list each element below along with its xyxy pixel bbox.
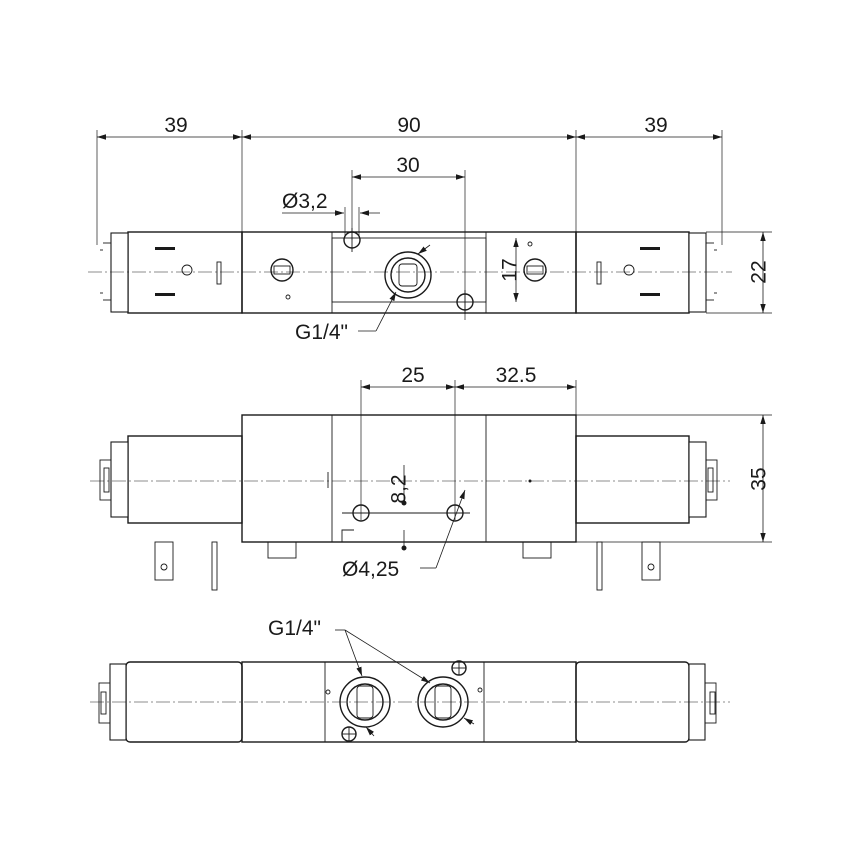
top-body — [88, 228, 732, 314]
dim-label-39-left: 39 — [164, 114, 187, 137]
dim-35: 35 — [576, 414, 772, 543]
dim-hole-dia-front: Ø4,25 — [342, 489, 466, 581]
dim-39-left: 39 — [97, 114, 242, 140]
dim-label-hole-dia: Ø3,2 — [282, 190, 328, 213]
front-body — [90, 414, 730, 591]
dim-label-35: 35 — [748, 467, 771, 490]
dim-90: 90 — [242, 114, 576, 140]
dim-label-8-2: 8,2 — [388, 474, 411, 503]
dim-hole-dia: Ø3,2 — [282, 190, 380, 236]
dim-25: 25 — [361, 364, 455, 390]
front-view: 25 32.5 — [90, 364, 772, 591]
dim-32-5: 32.5 — [455, 364, 576, 390]
dim-label-32-5: 32.5 — [496, 364, 537, 387]
bottom-body — [90, 660, 730, 743]
leader-port-bottom: G1/4" — [268, 617, 475, 737]
dim-label-port-top: G1/4" — [295, 321, 348, 344]
bottom-view: G1/4" — [90, 617, 730, 743]
dim-label-30: 30 — [396, 154, 419, 177]
dim-label-hole-dia-front: Ø4,25 — [342, 558, 399, 581]
dim-label-90: 90 — [397, 114, 420, 137]
dim-label-port-bottom: G1/4" — [268, 617, 321, 640]
dim-label-39-right: 39 — [644, 114, 667, 137]
dim-17: 17 — [499, 238, 522, 302]
dim-39-right: 39 — [576, 114, 722, 140]
top-view: 39 90 39 30 Ø3,2 — [88, 114, 772, 344]
dim-label-25: 25 — [401, 364, 424, 387]
dim-label-17: 17 — [499, 258, 522, 281]
dim-label-22: 22 — [748, 260, 771, 283]
dim-30: 30 — [351, 154, 466, 320]
leader-port-top: G1/4" — [295, 244, 431, 344]
dim-22: 22 — [706, 231, 772, 314]
dim-8-2: 8,2 — [388, 465, 411, 551]
